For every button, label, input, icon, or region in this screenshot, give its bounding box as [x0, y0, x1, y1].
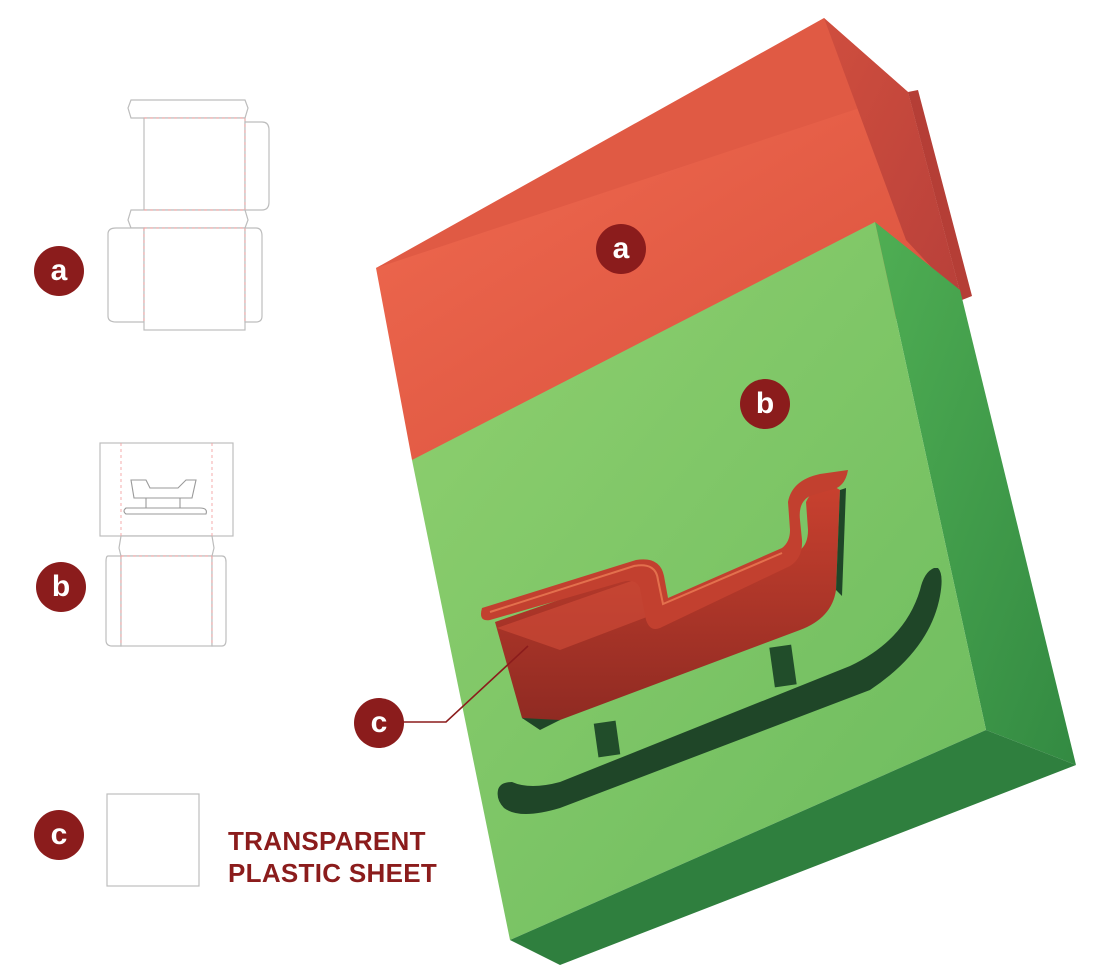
badge-c-letter: c [50, 818, 68, 851]
sleigh-rim-highlight [489, 552, 783, 613]
dieline-a [107, 99, 270, 331]
badge-b-box: b [740, 379, 790, 429]
sleigh-icon [481, 470, 942, 814]
dieline-b-sleigh-cutout [123, 479, 207, 515]
sleigh-cut-edge-right [836, 488, 846, 596]
badge-c-box: c [354, 698, 404, 748]
lid-front-face [376, 92, 962, 460]
sleigh-window-rim [481, 470, 848, 629]
dieline-b-folds [120, 443, 213, 646]
tray-box-b [412, 222, 1076, 965]
badge-b-left: b [36, 562, 86, 612]
sleigh-strut-right [769, 644, 797, 688]
sleigh-runner [497, 568, 942, 814]
badge-a-left: a [34, 246, 84, 296]
lid-box-a [376, 18, 972, 460]
legend-c-line1: TRANSPARENT [228, 826, 426, 856]
sleigh-strut-left [593, 720, 621, 758]
dieline-a-folds [143, 117, 246, 322]
tray-side-face [875, 222, 1076, 765]
lid-side-face [824, 18, 962, 300]
badge-a-box: a [596, 224, 646, 274]
tray-bottom-face [510, 730, 1076, 965]
sleigh-window-body [495, 484, 840, 724]
sleigh-window-highlight [497, 577, 660, 650]
tray-front-face [412, 222, 986, 940]
dieline-c-sheet [106, 793, 200, 887]
badge-b-box-letter: b [755, 387, 775, 420]
badge-a-box-letter: a [612, 232, 630, 265]
badge-b-letter: b [51, 570, 71, 603]
badge-a-letter: a [50, 254, 68, 287]
lid-right-face [908, 90, 972, 300]
dieline-b [99, 442, 234, 647]
badge-c-left: c [34, 810, 84, 860]
leader-line-c [402, 645, 529, 723]
badge-c-box-letter: c [370, 706, 388, 739]
sleigh-cut-edge [522, 718, 560, 730]
legend-c-line2: PLASTIC SHEET [228, 858, 438, 888]
